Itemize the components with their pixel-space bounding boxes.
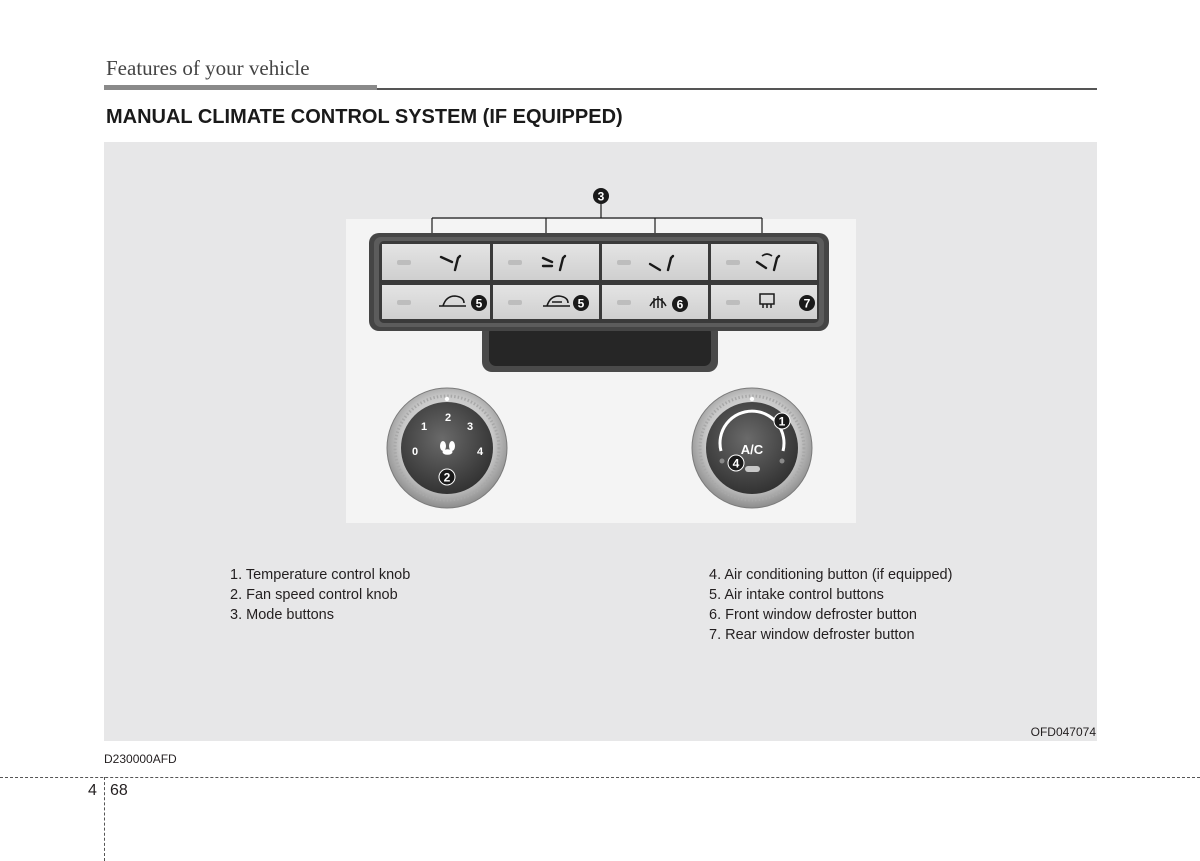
fresh-air-icon	[543, 295, 570, 307]
front-defrost-button[interactable]	[602, 285, 708, 319]
legend-item-front-defrost: 6. Front window defroster button	[709, 607, 917, 623]
footer-dashed-divider	[104, 777, 105, 861]
callout-1-label: 1	[779, 415, 786, 429]
front-defrost-icon	[649, 296, 667, 308]
header-rule-thin	[377, 88, 1097, 90]
callout-badge-3: 3	[593, 188, 609, 204]
legend-item-rear-defrost: 7. Rear window defroster button	[709, 627, 915, 643]
callout-5b-label: 5	[578, 297, 585, 311]
header-rule-thick	[104, 85, 377, 90]
fan-scale-0: 0	[412, 446, 418, 458]
fan-scale-2: 2	[445, 412, 451, 424]
recirculation-icon	[439, 295, 466, 307]
legend-right: 4. Air conditioning button (if equipped)…	[709, 565, 952, 645]
callout-badge-6: 6	[672, 296, 688, 312]
legend-item-mode-buttons: 3. Mode buttons	[230, 607, 334, 623]
legend-item-fan-knob: 2. Fan speed control knob	[230, 587, 398, 603]
fan-speed-knob[interactable]: 0 1 2 3 4	[386, 387, 508, 509]
page-heading: MANUAL CLIMATE CONTROL SYSTEM (IF EQUIPP…	[106, 106, 623, 128]
legend-item-air-intake: 5. Air intake control buttons	[709, 587, 884, 603]
callout-badge-1: 1	[773, 412, 791, 430]
callout-4-label: 4	[733, 457, 740, 471]
mode-button-bilevel[interactable]	[493, 244, 599, 280]
callout-badge-4: 4	[727, 454, 745, 472]
document-code: D230000AFD	[104, 752, 177, 766]
temperature-control-knob[interactable]: A/C	[691, 387, 813, 509]
section-title: Features of your vehicle	[106, 56, 310, 80]
legend-item-ac-button: 4. Air conditioning button (if equipped)	[709, 567, 953, 583]
callout-6-label: 6	[677, 298, 684, 312]
fan-scale-4: 4	[477, 446, 484, 458]
callout-3-label: 3	[598, 190, 605, 204]
chapter-number: 4	[88, 782, 97, 799]
callout-badge-2: 2	[438, 468, 456, 486]
mode-button-floor[interactable]	[602, 244, 708, 280]
legend-item-temperature-knob: 1. Temperature control knob	[230, 567, 411, 583]
fan-scale-1: 1	[421, 421, 427, 433]
legend-left: 1. Temperature control knob 2. Fan speed…	[230, 565, 410, 625]
mode-button-floor-defrost[interactable]	[711, 244, 817, 280]
rear-defrost-icon	[759, 293, 775, 308]
callout-7-label: 7	[804, 297, 811, 311]
fan-icon	[440, 441, 455, 455]
callout-badge-5b: 5	[573, 295, 589, 311]
figure-code: OFD047074	[1030, 725, 1096, 739]
fan-scale-3: 3	[467, 421, 473, 433]
callout-badge-5a: 5	[471, 295, 487, 311]
ac-button-label: A/C	[741, 442, 764, 457]
callout-2-label: 2	[444, 471, 451, 485]
footer-dashed-rule	[0, 777, 1200, 778]
ac-button[interactable]	[745, 466, 760, 472]
callout-5a-label: 5	[476, 297, 483, 311]
callout-badge-7: 7	[799, 295, 815, 311]
mode-button-face[interactable]	[382, 244, 490, 280]
page-number: 68	[110, 782, 128, 799]
